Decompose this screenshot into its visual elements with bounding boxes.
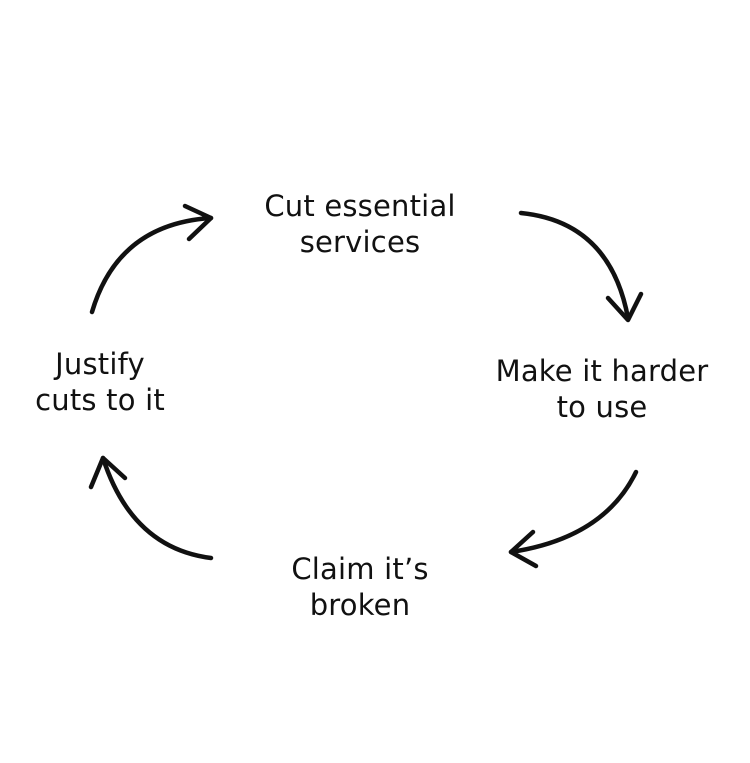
node-left-line-1: Justify (55, 347, 145, 381)
arrow-bottom-to-left (88, 455, 214, 561)
node-top-line-2: services (299, 225, 421, 259)
arrow-left-to-top (89, 203, 214, 315)
arrow-bottom-to-left-head (88, 455, 128, 490)
arrow-top-to-right (518, 210, 644, 323)
arrow-left-to-top-head (182, 203, 214, 242)
arrow-right-to-bottom-head (508, 529, 539, 569)
arrow-top-to-right-shaft (518, 210, 631, 321)
arrow-top-to-right-head (605, 291, 644, 323)
arrow-right-to-bottom (508, 469, 639, 569)
arrow-bottom-to-left-shaft (100, 455, 214, 561)
node-bottom-line-1: Claim it’s (291, 552, 429, 586)
node-justify-cuts-to-it: Justify cuts to it (10, 346, 190, 418)
node-right-line-1: Make it harder (495, 354, 709, 388)
node-left-line-2: cuts to it (35, 383, 165, 417)
arrow-right-to-bottom-shaft (508, 469, 639, 555)
node-top-line-1: Cut essential (264, 189, 456, 223)
node-cut-essential-services: Cut essential services (230, 188, 490, 260)
node-right-line-2: to use (556, 390, 648, 424)
node-bottom-line-2: broken (309, 588, 411, 622)
node-make-it-harder-to-use: Make it harder to use (462, 353, 742, 425)
arrow-left-to-top-shaft (89, 215, 214, 315)
node-claim-its-broken: Claim it’s broken (240, 551, 480, 623)
